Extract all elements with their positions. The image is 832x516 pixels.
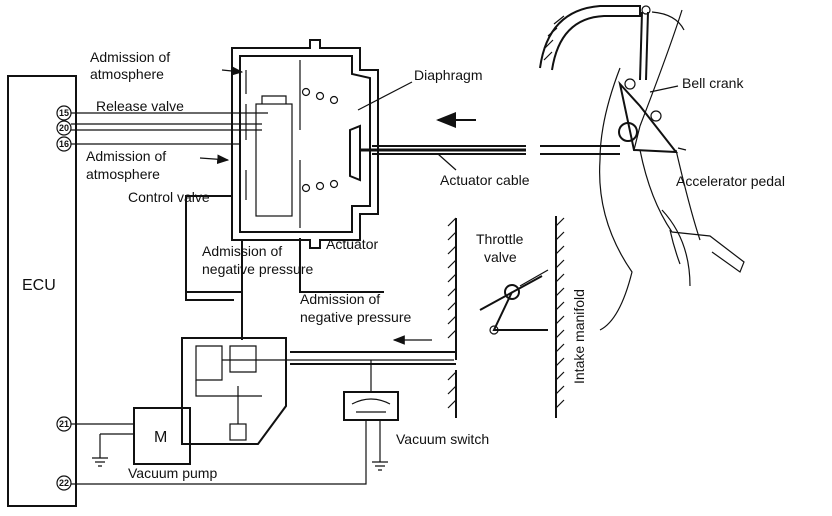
label-release-valve: Release valve bbox=[96, 98, 184, 114]
leader-actuator-cable bbox=[437, 153, 457, 171]
label-admission-negative-2b: negative pressure bbox=[300, 309, 412, 325]
label-vacuum-switch: Vacuum switch bbox=[396, 431, 489, 447]
pin-16: 16 bbox=[56, 136, 72, 152]
arrow-admission-1 bbox=[221, 66, 244, 76]
motor-label: M bbox=[154, 429, 167, 446]
label-admission-negative-1b: negative pressure bbox=[202, 261, 314, 277]
label-admission-atmosphere-1b: atmosphere bbox=[90, 66, 164, 82]
actuator-cable-end bbox=[540, 145, 620, 155]
svg-text:21: 21 bbox=[59, 419, 69, 429]
throttle-valve bbox=[479, 269, 549, 335]
pin-22: 22 bbox=[56, 475, 72, 491]
label-actuator: Actuator bbox=[326, 236, 378, 252]
leader-bell-crank bbox=[649, 85, 679, 93]
label-actuator-cable: Actuator cable bbox=[440, 172, 530, 188]
actuator-cable bbox=[372, 145, 526, 155]
label-admission-atmosphere-2a: Admission of bbox=[86, 148, 166, 164]
vacuum-hose-return bbox=[185, 292, 234, 301]
svg-text:15: 15 bbox=[59, 108, 69, 118]
pin-15: 15 bbox=[56, 105, 72, 121]
label-admission-negative-1a: Admission of bbox=[202, 243, 282, 259]
label-admission-atmosphere-2b: atmosphere bbox=[86, 166, 160, 182]
pedal-assembly bbox=[539, 5, 745, 331]
label-admission-atmosphere-1a: Admission of bbox=[90, 49, 170, 65]
label-control-valve: Control valve bbox=[128, 189, 210, 205]
pin-20: 20 bbox=[56, 120, 72, 136]
pin-21: 21 bbox=[56, 416, 72, 432]
ecu-box bbox=[7, 75, 77, 507]
wire-pin-20 bbox=[71, 123, 262, 131]
svg-text:16: 16 bbox=[59, 139, 69, 149]
intake-manifold bbox=[447, 216, 565, 418]
label-accelerator-pedal: Accelerator pedal bbox=[676, 173, 785, 189]
vacuum-switch-block bbox=[71, 360, 399, 485]
label-throttle-valve-b: valve bbox=[484, 249, 517, 265]
label-throttle-valve-a: Throttle bbox=[476, 231, 524, 247]
ground-symbol-motor bbox=[92, 457, 108, 467]
ecu-label: ECU bbox=[22, 277, 56, 294]
label-admission-negative-2a: Admission of bbox=[300, 291, 380, 307]
svg-text:22: 22 bbox=[59, 478, 69, 488]
motor-wire bbox=[71, 423, 135, 458]
label-bell-crank: Bell crank bbox=[682, 75, 744, 91]
arrow-admission-2 bbox=[199, 154, 230, 165]
leader-diaphragm bbox=[357, 81, 413, 111]
hose-to-manifold bbox=[290, 351, 456, 365]
actuator-housing bbox=[231, 39, 379, 249]
label-intake-manifold: Intake manifold bbox=[571, 289, 587, 384]
label-vacuum-pump: Vacuum pump bbox=[128, 465, 217, 481]
label-diaphragm: Diaphragm bbox=[414, 67, 482, 83]
vacuum-pump-block bbox=[181, 337, 454, 445]
svg-text:20: 20 bbox=[59, 123, 69, 133]
